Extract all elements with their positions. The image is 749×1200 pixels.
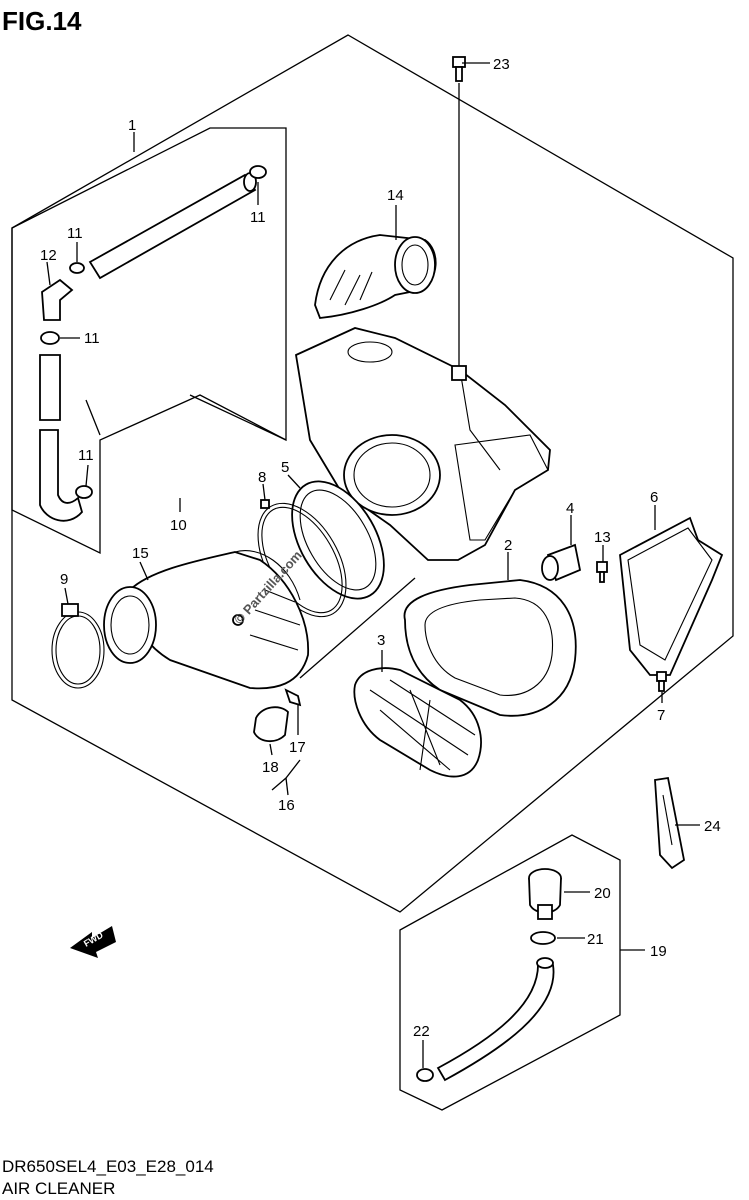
callout-16: 16 <box>278 797 295 814</box>
clip-11-upper <box>249 165 267 205</box>
intake-duct-14 <box>314 205 437 319</box>
callout-9: 9 <box>60 571 68 588</box>
callout-3: 3 <box>377 632 385 649</box>
screw-13 <box>596 545 608 583</box>
filter-element-2 <box>403 552 577 717</box>
hose-upper <box>88 172 257 280</box>
callout-8: 8 <box>258 469 266 486</box>
frame-line-inner <box>189 394 287 441</box>
callout-15: 15 <box>132 545 149 562</box>
screw-7 <box>656 671 667 703</box>
figure-title: FIG.14 <box>2 6 82 36</box>
clip-22 <box>416 1040 434 1082</box>
callout-1: 1 <box>128 117 136 134</box>
callout-20: 20 <box>594 885 611 902</box>
leader-10-left <box>85 399 101 436</box>
callout-12: 12 <box>40 247 57 264</box>
strap-24 <box>654 776 700 870</box>
callout-11-lower: 11 <box>84 330 100 347</box>
callout-23: 23 <box>493 56 510 73</box>
bolt-23 <box>452 56 490 370</box>
clip-21 <box>530 931 585 945</box>
main-assembly-outline <box>11 34 734 913</box>
callout-7: 7 <box>657 707 665 724</box>
callout-13: 13 <box>594 529 611 546</box>
breather-group-outline <box>11 127 287 555</box>
callout-6: 6 <box>650 489 658 506</box>
model-code: DR650SEL4_E03_E28_014 <box>2 1157 214 1176</box>
seal-5 <box>287 474 385 600</box>
callout-10: 10 <box>170 517 187 534</box>
callout-5: 5 <box>281 459 289 476</box>
callout-19: 19 <box>650 943 667 960</box>
clamp-9 <box>51 587 105 689</box>
drain-hose <box>436 957 555 1082</box>
clip-11-bottom <box>75 464 93 499</box>
air-cleaner-case <box>295 327 551 561</box>
fwd-arrow-icon: FWD <box>70 926 116 958</box>
callout-14: 14 <box>387 187 404 204</box>
callout-4: 4 <box>566 500 574 517</box>
callout-18: 18 <box>262 759 279 776</box>
elbow-12 <box>41 261 74 321</box>
clip-11-mid <box>69 242 85 274</box>
callout-11-mid: 11 <box>67 225 83 242</box>
callout-22: 22 <box>413 1023 430 1040</box>
callout-11-bottom: 11 <box>78 447 94 464</box>
section-name: AIR CLEANER <box>2 1179 115 1198</box>
cap-18 <box>253 706 289 756</box>
bracket-16 <box>271 759 301 796</box>
plug-20 <box>528 868 590 920</box>
callout-24: 24 <box>704 818 721 835</box>
intake-boot-15 <box>103 550 309 690</box>
clip-11-lower <box>40 331 80 345</box>
callout-17: 17 <box>289 739 306 756</box>
clip-17 <box>284 688 302 735</box>
filter-cage-3 <box>353 650 482 778</box>
cover-6 <box>619 505 724 676</box>
clip-4 <box>541 515 582 582</box>
hose-lower <box>39 354 84 522</box>
callout-11-upper: 11 <box>250 209 266 226</box>
drain-group-outline <box>399 834 621 1111</box>
callout-2: 2 <box>504 537 512 554</box>
leader-17-case <box>299 577 416 679</box>
callout-21: 21 <box>587 931 604 948</box>
